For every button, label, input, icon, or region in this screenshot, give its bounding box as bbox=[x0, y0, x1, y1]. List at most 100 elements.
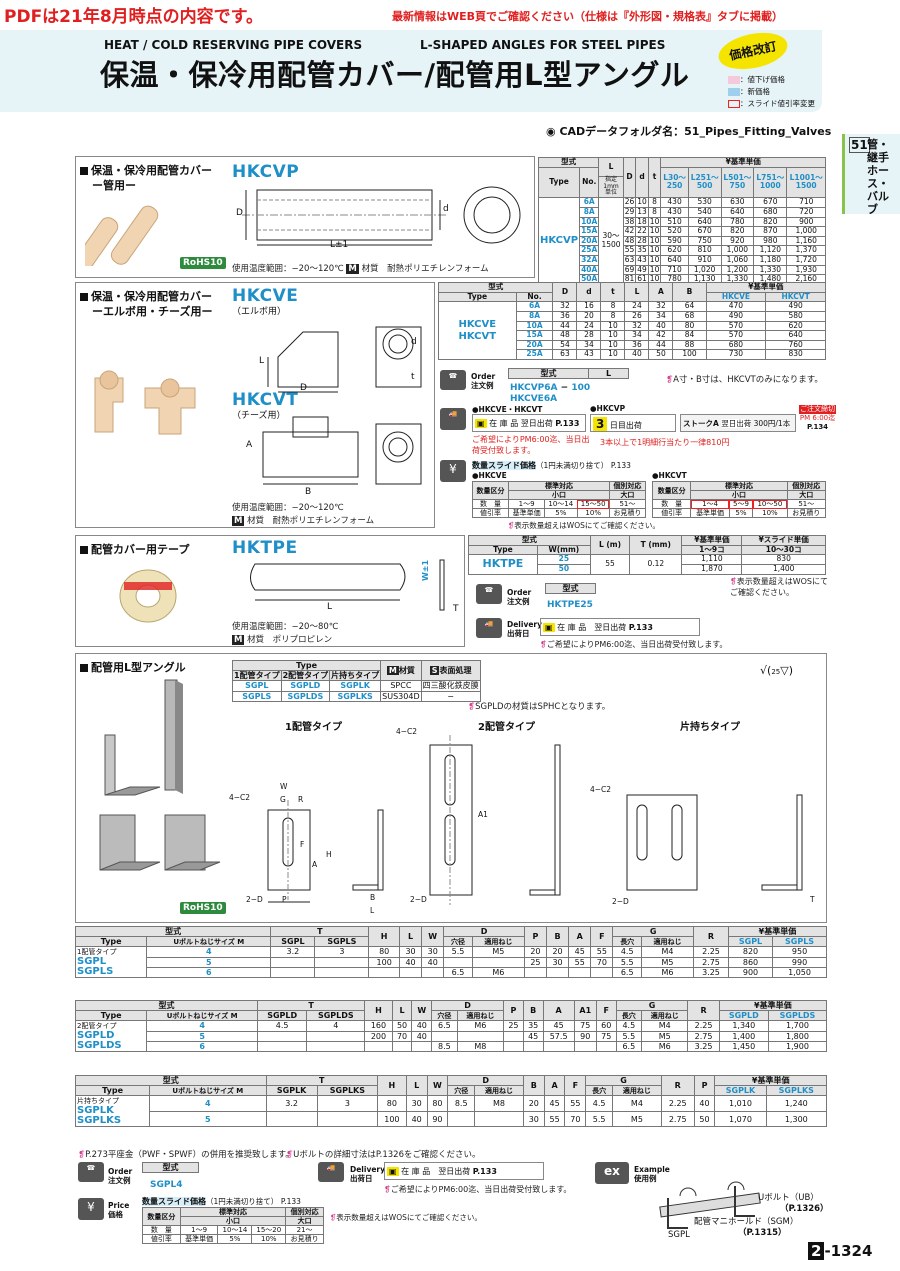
cell: 1,340 bbox=[718, 1020, 769, 1032]
cell: 5 bbox=[146, 1030, 258, 1043]
delivery-hd1: ●HKCVE・HKCVT bbox=[472, 405, 543, 414]
cell: 540 bbox=[687, 206, 722, 218]
dim-c2-2: 4−C2 bbox=[396, 727, 418, 736]
dim-G-1: G bbox=[280, 795, 286, 804]
cell: 42 bbox=[622, 226, 637, 237]
cell: M4 bbox=[641, 1020, 689, 1032]
cell: 1,400 bbox=[718, 1030, 769, 1043]
cell bbox=[364, 1041, 393, 1053]
cell: 430 bbox=[660, 197, 689, 208]
tape-delivery-box: ▣ 在 庫 品 翌日出荷 P.133 bbox=[540, 618, 700, 636]
cell: 25 bbox=[503, 1020, 524, 1032]
cell bbox=[270, 956, 316, 969]
sgpl-order-example: SGPL4 bbox=[150, 1180, 183, 1190]
sgpld-drawing bbox=[429, 735, 561, 905]
cell bbox=[391, 1041, 413, 1053]
dim-P-1: P bbox=[282, 895, 287, 904]
no-cell: 6A bbox=[579, 197, 600, 208]
cell: 40 bbox=[398, 956, 423, 969]
cell: 2.75 bbox=[693, 956, 729, 969]
angle-photo bbox=[99, 679, 221, 871]
cell: 40 bbox=[421, 956, 445, 969]
cell: 36 bbox=[552, 310, 578, 322]
dim-L: L±1 bbox=[330, 240, 349, 250]
stock-icon: ▣ bbox=[387, 1167, 399, 1176]
cell: 25 bbox=[523, 956, 548, 969]
dim-W-tape: W±1 bbox=[421, 559, 431, 582]
section-title-hkcvp: 保温・保冷用配管カバー bbox=[80, 162, 212, 178]
cell: 6.5 bbox=[615, 1041, 643, 1053]
legend-item: ：新価格 bbox=[728, 86, 815, 98]
cell: 70 bbox=[590, 956, 614, 969]
web-notice: 最新情報はWEB頁でご確認ください（仕様は『外形図・規格表』タブに掲載） bbox=[392, 10, 784, 23]
ab-note: ❡A寸・B寸は、HKCVTのみになります。 bbox=[666, 375, 823, 385]
dim-c2-3: 4−C2 bbox=[590, 785, 612, 794]
cell bbox=[256, 1030, 308, 1043]
slide-g2: ●HKCVT bbox=[652, 471, 687, 480]
cell: 820 bbox=[720, 226, 755, 237]
note-icon: ❡ bbox=[666, 375, 674, 385]
cell bbox=[314, 956, 370, 969]
cell: 30 bbox=[398, 946, 423, 958]
sgpl-delivery-box: ▣ 在 庫 品 翌日出荷 P.133 bbox=[384, 1162, 544, 1180]
cell: 20 bbox=[522, 1095, 545, 1112]
delivery-stock-box: ▣ 在 庫 品 翌日出荷 P.133 bbox=[472, 414, 586, 432]
cell: 3 bbox=[314, 946, 370, 958]
cell: 32 bbox=[552, 301, 578, 312]
cell: 29 bbox=[622, 206, 637, 218]
cell: 20 bbox=[523, 946, 548, 958]
order-phone-icon: ☎ bbox=[78, 1162, 104, 1182]
usage-example-drawing bbox=[659, 1181, 761, 1229]
ex-ubolt: Uボルト（UB）（P.1326） bbox=[758, 1193, 829, 1214]
cell: 910 bbox=[687, 255, 722, 266]
pm-deadline: ご注文締切 PM 6:00迄 P.134 bbox=[799, 405, 836, 431]
section-title-hkcve: 保温・保冷用配管カバー bbox=[80, 288, 212, 304]
cell: 4 bbox=[146, 1020, 258, 1032]
cell: 30 bbox=[421, 946, 445, 958]
cell: 1,700 bbox=[767, 1020, 828, 1032]
slide-note: ❡表示数量超えはWOSにてご確認ください。 bbox=[508, 521, 660, 530]
no-cell: 8A bbox=[515, 310, 554, 322]
cell: 720 bbox=[786, 206, 826, 218]
cell: 63 bbox=[622, 255, 637, 266]
cell: 490 bbox=[765, 301, 826, 312]
cell: 50 bbox=[648, 349, 674, 360]
no-cell: 8A bbox=[579, 206, 600, 218]
cell: 580 bbox=[765, 310, 826, 322]
cell: 64 bbox=[672, 301, 707, 312]
section-title-sgpl: 配管用L型アングル bbox=[80, 659, 186, 675]
cell: 520 bbox=[660, 226, 689, 237]
section-sgpl bbox=[75, 653, 827, 923]
cell: 430 bbox=[660, 206, 689, 218]
cell: 28 bbox=[576, 330, 602, 341]
cell: 50 bbox=[391, 1020, 413, 1032]
hktpe-temp: 使用温度範囲：−20〜80℃ bbox=[232, 622, 339, 632]
cell: 8.5 bbox=[431, 1041, 458, 1053]
cell: 1,060 bbox=[720, 255, 755, 266]
dim-A1-2: A1 bbox=[478, 810, 488, 819]
cell: 4 bbox=[146, 946, 272, 958]
cell: 5.5 bbox=[615, 1030, 643, 1043]
cell: 20 bbox=[576, 310, 602, 322]
cell bbox=[568, 967, 592, 979]
tape-image bbox=[119, 569, 177, 623]
delivery-truck-icon: 🚚 bbox=[318, 1162, 344, 1182]
cell: 100 bbox=[377, 1110, 407, 1128]
cell: 1,070 bbox=[714, 1110, 767, 1128]
tape-order-header: 型式 bbox=[545, 582, 596, 595]
cell bbox=[573, 1041, 597, 1053]
section-hktpe bbox=[75, 535, 465, 647]
cell: 40 bbox=[411, 1020, 433, 1032]
cell: 8 bbox=[600, 310, 626, 322]
cell bbox=[306, 1030, 366, 1043]
tape-delivery-note: ❡ご希望によりPM6:00迄、当日出荷受付致します。 bbox=[540, 640, 728, 649]
cell: 710 bbox=[786, 197, 826, 208]
